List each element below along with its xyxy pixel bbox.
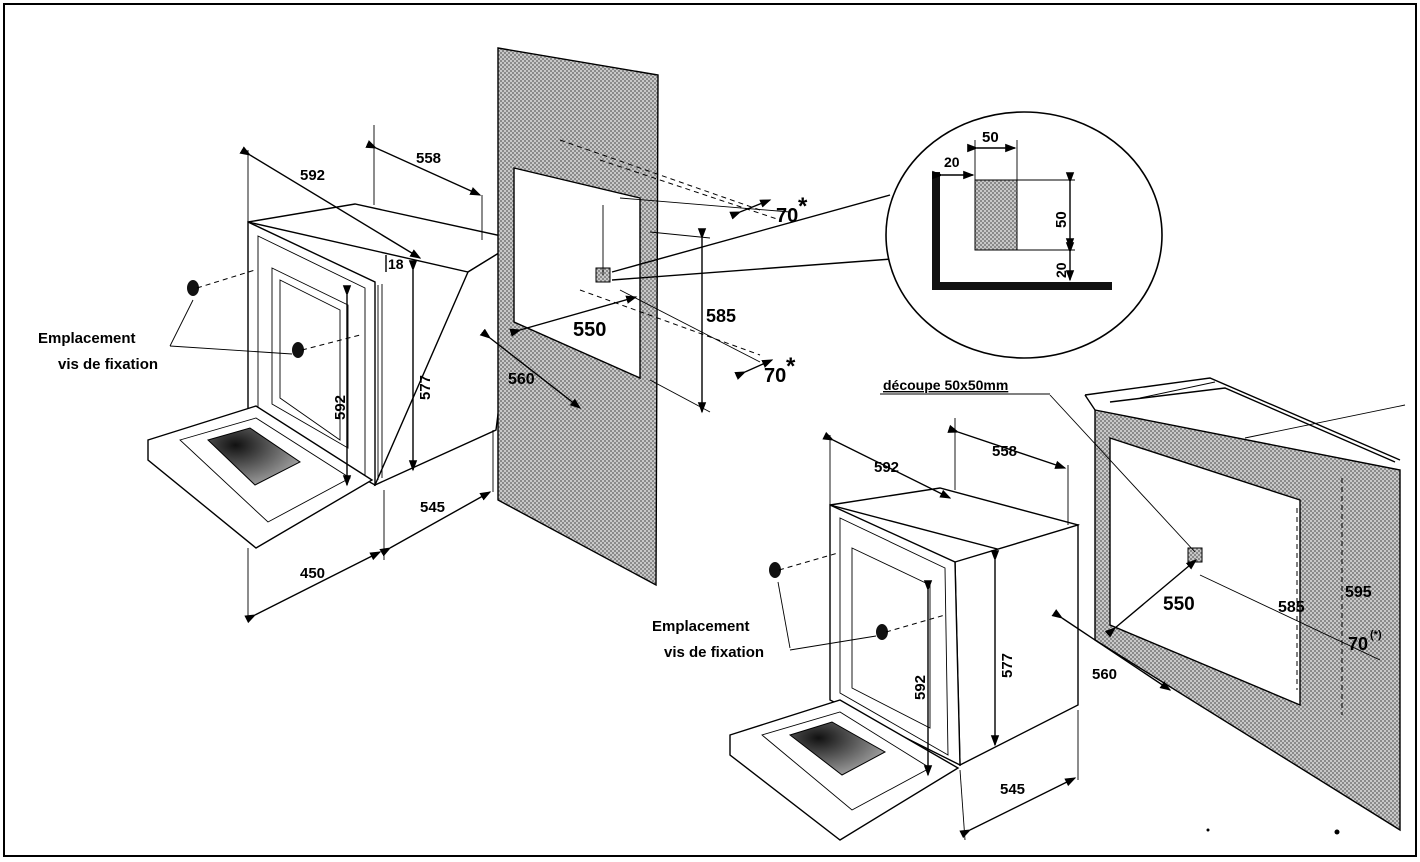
left-depth-label: 558 [416,150,441,167]
detail-callout [611,111,1163,359]
right-depth-label: 558 [992,443,1017,460]
left-width-label: 592 [300,167,325,184]
wall-clearance-bottom-asterisk: * [786,353,796,380]
speck [1334,829,1340,835]
kitchen-cabinet [880,377,1406,832]
left-top-label: 18 [388,256,404,272]
wall-clearance-bottom-label: 70 [764,365,786,387]
wall-height-label: 585 [706,306,736,326]
detail-cutout-square [974,179,1018,251]
left-plinth-label: 545 [420,499,445,516]
right-cutout-label: découpe 50x50mm [883,377,1008,393]
right-inner-height-label: 577 [999,653,1016,678]
wall-depth-label: 560 [508,371,535,388]
detail-bottom-offset-label: 20 [1053,262,1069,278]
right-niche-width-label: 550 [1163,594,1195,615]
left-oven-window [207,427,301,486]
screw-icon [769,552,839,578]
right-screws [769,552,946,651]
detail-left-offset-label: 20 [944,154,960,170]
left-dimension-lines [239,125,494,624]
left-oven [147,203,522,549]
right-screw-label-2: vis de fixation [664,644,764,661]
screw-icon [876,614,946,640]
left-inner-height-label: 577 [417,375,434,400]
left-screw-label-1: Emplacement [38,330,136,347]
right-screw-label-1: Emplacement [652,618,750,635]
right-oven-window [788,721,887,776]
detail-width-label: 50 [982,129,999,146]
right-outer-height-label: 595 [1345,584,1372,601]
right-clearance-label: 70 [1348,634,1368,654]
speck [1206,828,1210,832]
page-frame [3,3,1417,857]
wall-panel [497,47,781,587]
wall-width-label: 550 [573,319,606,341]
right-dimension-lines [822,418,1381,841]
right-oven [729,487,1080,841]
right-niche-depth-label: 560 [1092,666,1117,683]
right-width-label: 592 [874,459,899,476]
right-clearance-mark: (*) [1370,629,1382,641]
wall-dimension-lines [479,197,791,414]
right-door-height-label: 592 [912,675,929,700]
wall-clearance-top-asterisk: * [798,193,808,220]
left-screws [169,269,361,358]
right-niche-height-label: 585 [1278,599,1305,616]
detail-height-label: 50 [1053,211,1070,228]
left-door-open-label: 450 [300,565,325,582]
left-door-height-label: 592 [332,395,349,420]
right-plinth-label: 545 [1000,781,1025,798]
cabinet-cutout-square [1187,547,1203,563]
screw-icon [187,269,256,296]
left-screw-label-2: vis de fixation [58,356,158,373]
